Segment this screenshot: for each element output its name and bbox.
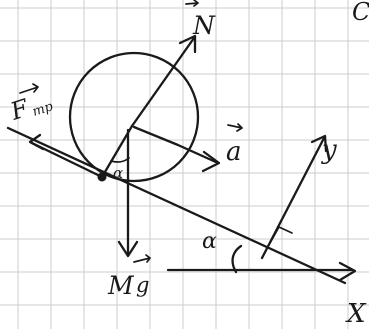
- friction-force-subscript: тр: [31, 99, 56, 120]
- normal-force-arrowhead-icon: [178, 34, 197, 54]
- contact-angle-arc: [110, 157, 130, 163]
- right-angle-mark: [269, 226, 293, 244]
- y-axis-arrowhead-icon: [310, 134, 328, 153]
- gravity-mass-label: M: [107, 271, 135, 300]
- x-axis-label: X: [345, 299, 367, 329]
- gravity-force-arrowhead-icon: [117, 240, 139, 258]
- normal-force-vector: [130, 36, 196, 128]
- friction-force-label: F: [6, 94, 33, 127]
- incline-surface-line: [6, 126, 347, 285]
- base-line-arrowhead-icon: [338, 261, 357, 282]
- gravity-g-label: g: [136, 273, 149, 297]
- acceleration-vector-arrow-mark-icon: [227, 123, 243, 132]
- rolling-body-circle: [68, 51, 200, 183]
- contact-angle-label: α: [113, 164, 123, 182]
- y-axis-label: y: [321, 135, 337, 165]
- friction-force-arrowhead-icon: [28, 133, 45, 151]
- normal-force-label: N: [192, 11, 216, 40]
- incline-angle-label: α: [202, 229, 217, 254]
- acceleration-label: a: [226, 137, 242, 167]
- gravity-vector-arrow-mark-icon: [133, 254, 151, 263]
- normal-vector-arrow-mark-icon: [185, 0, 199, 7]
- incline-angle-arc: [231, 244, 243, 274]
- corner-letter-label: C: [352, 0, 369, 26]
- acceleration-vector: [132, 125, 220, 165]
- friction-vector-arrow-mark-icon: [19, 83, 39, 94]
- acceleration-arrowhead-icon: [201, 150, 221, 173]
